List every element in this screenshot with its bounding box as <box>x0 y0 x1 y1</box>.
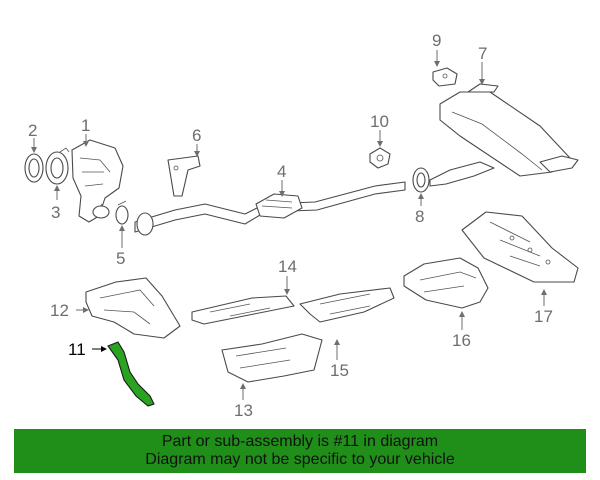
part-4-front-pipe[interactable] <box>134 181 406 236</box>
part-15-heat-shield[interactable] <box>299 287 395 323</box>
part-10-hanger[interactable] <box>369 147 391 169</box>
callout-2: 2 <box>28 121 37 140</box>
part-14-heat-shield[interactable] <box>191 295 295 325</box>
part-13-heat-shield[interactable] <box>221 333 323 383</box>
callout-13: 13 <box>234 401 253 420</box>
callout-7: 7 <box>478 44 487 63</box>
part-8-clamp[interactable] <box>412 167 430 193</box>
callout-14: 14 <box>278 257 297 276</box>
part-17-heat-shield[interactable] <box>461 211 579 283</box>
callout-4: 4 <box>277 162 286 181</box>
banner-line-2: Diagram may not be specific to your vehi… <box>145 451 455 468</box>
callout-9: 9 <box>432 31 441 50</box>
callout-10: 10 <box>370 112 389 131</box>
part-11-bracket-highlighted[interactable] <box>107 341 155 407</box>
part-1-catalytic-converter[interactable] <box>71 139 124 223</box>
part-info-banner: Part or sub-assembly is #11 in diagram D… <box>14 429 586 473</box>
part-3-clamp[interactable] <box>45 147 70 185</box>
part-9-hanger[interactable] <box>432 67 458 87</box>
callout-5: 5 <box>116 249 125 268</box>
callout-15: 15 <box>330 361 349 380</box>
callout-17: 17 <box>534 307 553 326</box>
callout-16: 16 <box>452 331 471 350</box>
leader-lines <box>31 50 547 400</box>
part-5-clamp[interactable] <box>115 200 129 225</box>
part-7-rear-muffler[interactable] <box>429 83 579 187</box>
callout-8: 8 <box>415 207 424 226</box>
callout-3: 3 <box>51 203 60 222</box>
callout-6: 6 <box>192 126 201 145</box>
part-6-bracket[interactable] <box>167 155 201 197</box>
callout-11: 11 <box>68 340 86 359</box>
part-12-heat-shield[interactable] <box>85 277 181 339</box>
part-2-gasket[interactable] <box>24 153 44 183</box>
banner-line-1: Part or sub-assembly is #11 in diagram <box>161 433 439 450</box>
part-16-heat-shield[interactable] <box>403 257 489 309</box>
callout-1: 1 <box>81 116 90 135</box>
callout-12: 12 <box>50 301 69 320</box>
